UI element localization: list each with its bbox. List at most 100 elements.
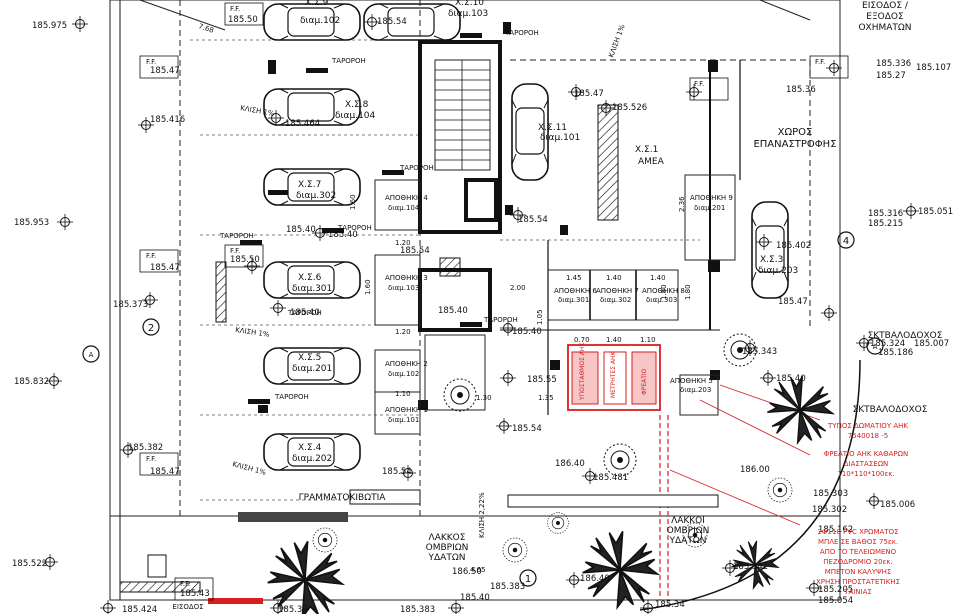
storage-sub: διαμ.101 [388, 416, 419, 424]
level-value: 185.302 [812, 505, 847, 515]
level-value: 185.007 [914, 339, 949, 349]
level-value: 185.416 [150, 115, 185, 125]
turning-space-label: ΧΩΡΟΣ [778, 127, 813, 138]
red-note: 2Φ110 PVC ΧΡΩΜΑΤΟΣ [817, 528, 898, 536]
level-value: 185.39 [278, 605, 308, 614]
dim-text: 1.10 [395, 390, 411, 398]
level-value: 185.40 [328, 230, 358, 240]
gutter-bars [240, 33, 482, 404]
level-value: 185.47 [778, 297, 808, 307]
level-value: 185.054 [818, 596, 853, 606]
level-value: 185.36 [786, 85, 816, 95]
gutter-label: ΤΑΡΟΡΟΗ [504, 29, 539, 37]
level-value: 185.47 [150, 66, 180, 76]
gutter-label: ΤΑΡΟΡΟΗ [219, 232, 254, 240]
marker-a-right: A [873, 343, 878, 351]
level-value: 185.50 [228, 15, 258, 25]
level-value: 185.47 [574, 89, 604, 99]
parking-sub: διαμ.302 [296, 191, 336, 201]
slope-label-3: ΚΛΙΣΗ 1% [231, 460, 267, 477]
level-value: 185.383 [490, 582, 525, 592]
electrical-notes: ΤΥΠΟΣ ΔΩΜΑΤΙΟΥ ΑΗΚ 7540018 -5 ΦΡΕΑΤΙΟ ΑΗ… [579, 342, 908, 596]
red-note: ΧΡΗΣΗ ΠΡΟΣΤΑΤΕΤΙΚΗΣ [816, 578, 900, 586]
marker-1: 1 [525, 574, 531, 585]
level-value: 185.953 [14, 218, 49, 228]
level-value: 185.47 [150, 467, 180, 477]
dim-text: 1.10 [640, 336, 656, 344]
parking-id: Χ.Σ.5 [298, 353, 321, 363]
red-note: ΠΕΖΟΔΡΟΜΙΟ 20εκ. [823, 558, 892, 566]
level-value: 185.373 [113, 300, 148, 310]
drain-right-label: ΛΑΚΚΟΙ [671, 516, 705, 526]
red-note: ΤΥΠΟΣ ΔΩΜΑΤΙΟΥ ΑΗΚ [827, 422, 908, 430]
gutter-label: ΤΑΡΟΡΟΗ [287, 309, 322, 317]
parking-id: Χ.Σ.11 [538, 123, 567, 133]
ff-tag: F.F. [146, 58, 156, 66]
mailbox-block [349, 489, 421, 505]
level-value: 185.316 [868, 209, 903, 219]
parking-id: Χ.Σ.3 [760, 255, 783, 265]
parking-id: Χ.Σ.6 [298, 273, 322, 283]
storage-labels: ΑΠΟΘΗΚΗ 4 διαμ.104 ΑΠΟΘΗΚΗ 3 διαμ.103 ΑΠ… [385, 194, 733, 424]
level-value: 185.402 [776, 241, 811, 251]
gutter-labels: ΤΑΡΟΡΟΗ ΤΑΡΟΡΟΗ ΤΑΡΟΡΟΗ ΤΑΡΟΡΟΗ ΤΑΡΟΡΟΗ … [219, 29, 539, 401]
ff-tag: F.F. [815, 58, 825, 66]
storage-id: ΑΠΟΘΗΚΗ 5 [670, 377, 713, 385]
storage-sub: διαμ.303 [646, 296, 677, 304]
gutter-label: ΤΑΡΟΡΟΗ [399, 164, 434, 172]
dim-text: 1.80 [684, 284, 692, 300]
red-note: ΤΑΙΝΙΑΣ [843, 588, 872, 596]
slope-label-1: ΚΛΙΣΗ 1% [240, 104, 276, 118]
gutter-label: ΤΑΡΟΡΟΗ [331, 57, 366, 65]
level-value: 185.27 [876, 71, 906, 81]
ff-tags: F.F. F.F. F.F. F.F. F.F. F.F. F.F. F.F. [139, 2, 849, 601]
dim-text: 1.40 [606, 336, 622, 344]
parking-id: Χ.Σ.1 [635, 145, 658, 155]
red-note: ΜΕΤΡΗΤΕΣ ΑΗΚ [610, 350, 617, 398]
level-value: 185.40 [460, 593, 490, 603]
red-note: ΔΙΑΣΤΑΣΕΩΝ [844, 460, 889, 468]
parking-sub: διαμ.101 [540, 133, 580, 143]
level-value: 185.43 [180, 589, 210, 599]
dim-text: 1.35 [538, 394, 554, 402]
red-note: ΜΠΛΕ ΣΕ ΒΑΘΟΣ 75εκ. [818, 538, 898, 546]
level-value: 185.051 [918, 207, 953, 217]
level-value: 185.107 [916, 63, 951, 73]
storage-id: ΑΠΟΘΗΚΗ 3 [385, 274, 428, 282]
mailboxes-label: ΓΡΑΜΜΑΤΟΚΙΒΩΤΙΑ [299, 493, 387, 503]
level-value: 185.54 [382, 467, 412, 477]
red-note: 7540018 -5 [848, 432, 888, 440]
level-value: 185.40 [286, 225, 316, 235]
storage-id: ΑΠΟΘΗΚΗ 2 [385, 360, 428, 368]
dim-text: 2.36 [678, 196, 686, 212]
vehicle-entry-label: ΕΙΣΟΔΟΣ / [862, 1, 909, 11]
ff-tag: F.F. [146, 252, 156, 260]
level-value: 185.481 [593, 473, 628, 483]
level-value: 185.832 [14, 377, 49, 387]
level-value: 185.303 [813, 489, 848, 499]
level-value: 185.55 [527, 375, 557, 385]
entrance-hatch [119, 581, 201, 593]
parking-sub: διαμ.201 [292, 364, 332, 374]
level-value: 185.342 [733, 562, 768, 572]
level-value: 185.526 [612, 103, 647, 113]
section-markers: 2 4 1 A A [82, 231, 884, 587]
level-value: 185.162 [818, 525, 853, 535]
level-value: 185.336 [876, 59, 911, 69]
vehicle-entry-label-2: ΕΞΟΔΟΣ [866, 12, 904, 22]
level-value: 185.975 [32, 21, 67, 31]
storage-sub: διαμ.302 [600, 296, 631, 304]
parking-sub: διαμ.203 [758, 266, 798, 276]
drain-left-label-3: ΥΔΑΤΩΝ [428, 553, 466, 563]
parking-sub: ΑΜΕΑ [638, 157, 665, 167]
level-value: 186.00 [740, 465, 770, 475]
mailbox-bar [238, 512, 348, 522]
drain-right-label-2: ΟΜΒΡΙΩΝ [667, 526, 710, 536]
level-value: 185.40 [512, 327, 542, 337]
garbage-label: ΣΚΤΒΑΛΟΔΟΧΟΣ [868, 331, 943, 341]
level-value: 186.50 [452, 567, 482, 577]
storage-id: ΑΠΟΘΗΚΗ 4 [385, 194, 428, 202]
storage-sub: διαμ.102 [388, 370, 419, 378]
slope-label-4: ΚΛΙΣΗ 2,22% [478, 492, 486, 538]
drain-channel [507, 494, 719, 508]
